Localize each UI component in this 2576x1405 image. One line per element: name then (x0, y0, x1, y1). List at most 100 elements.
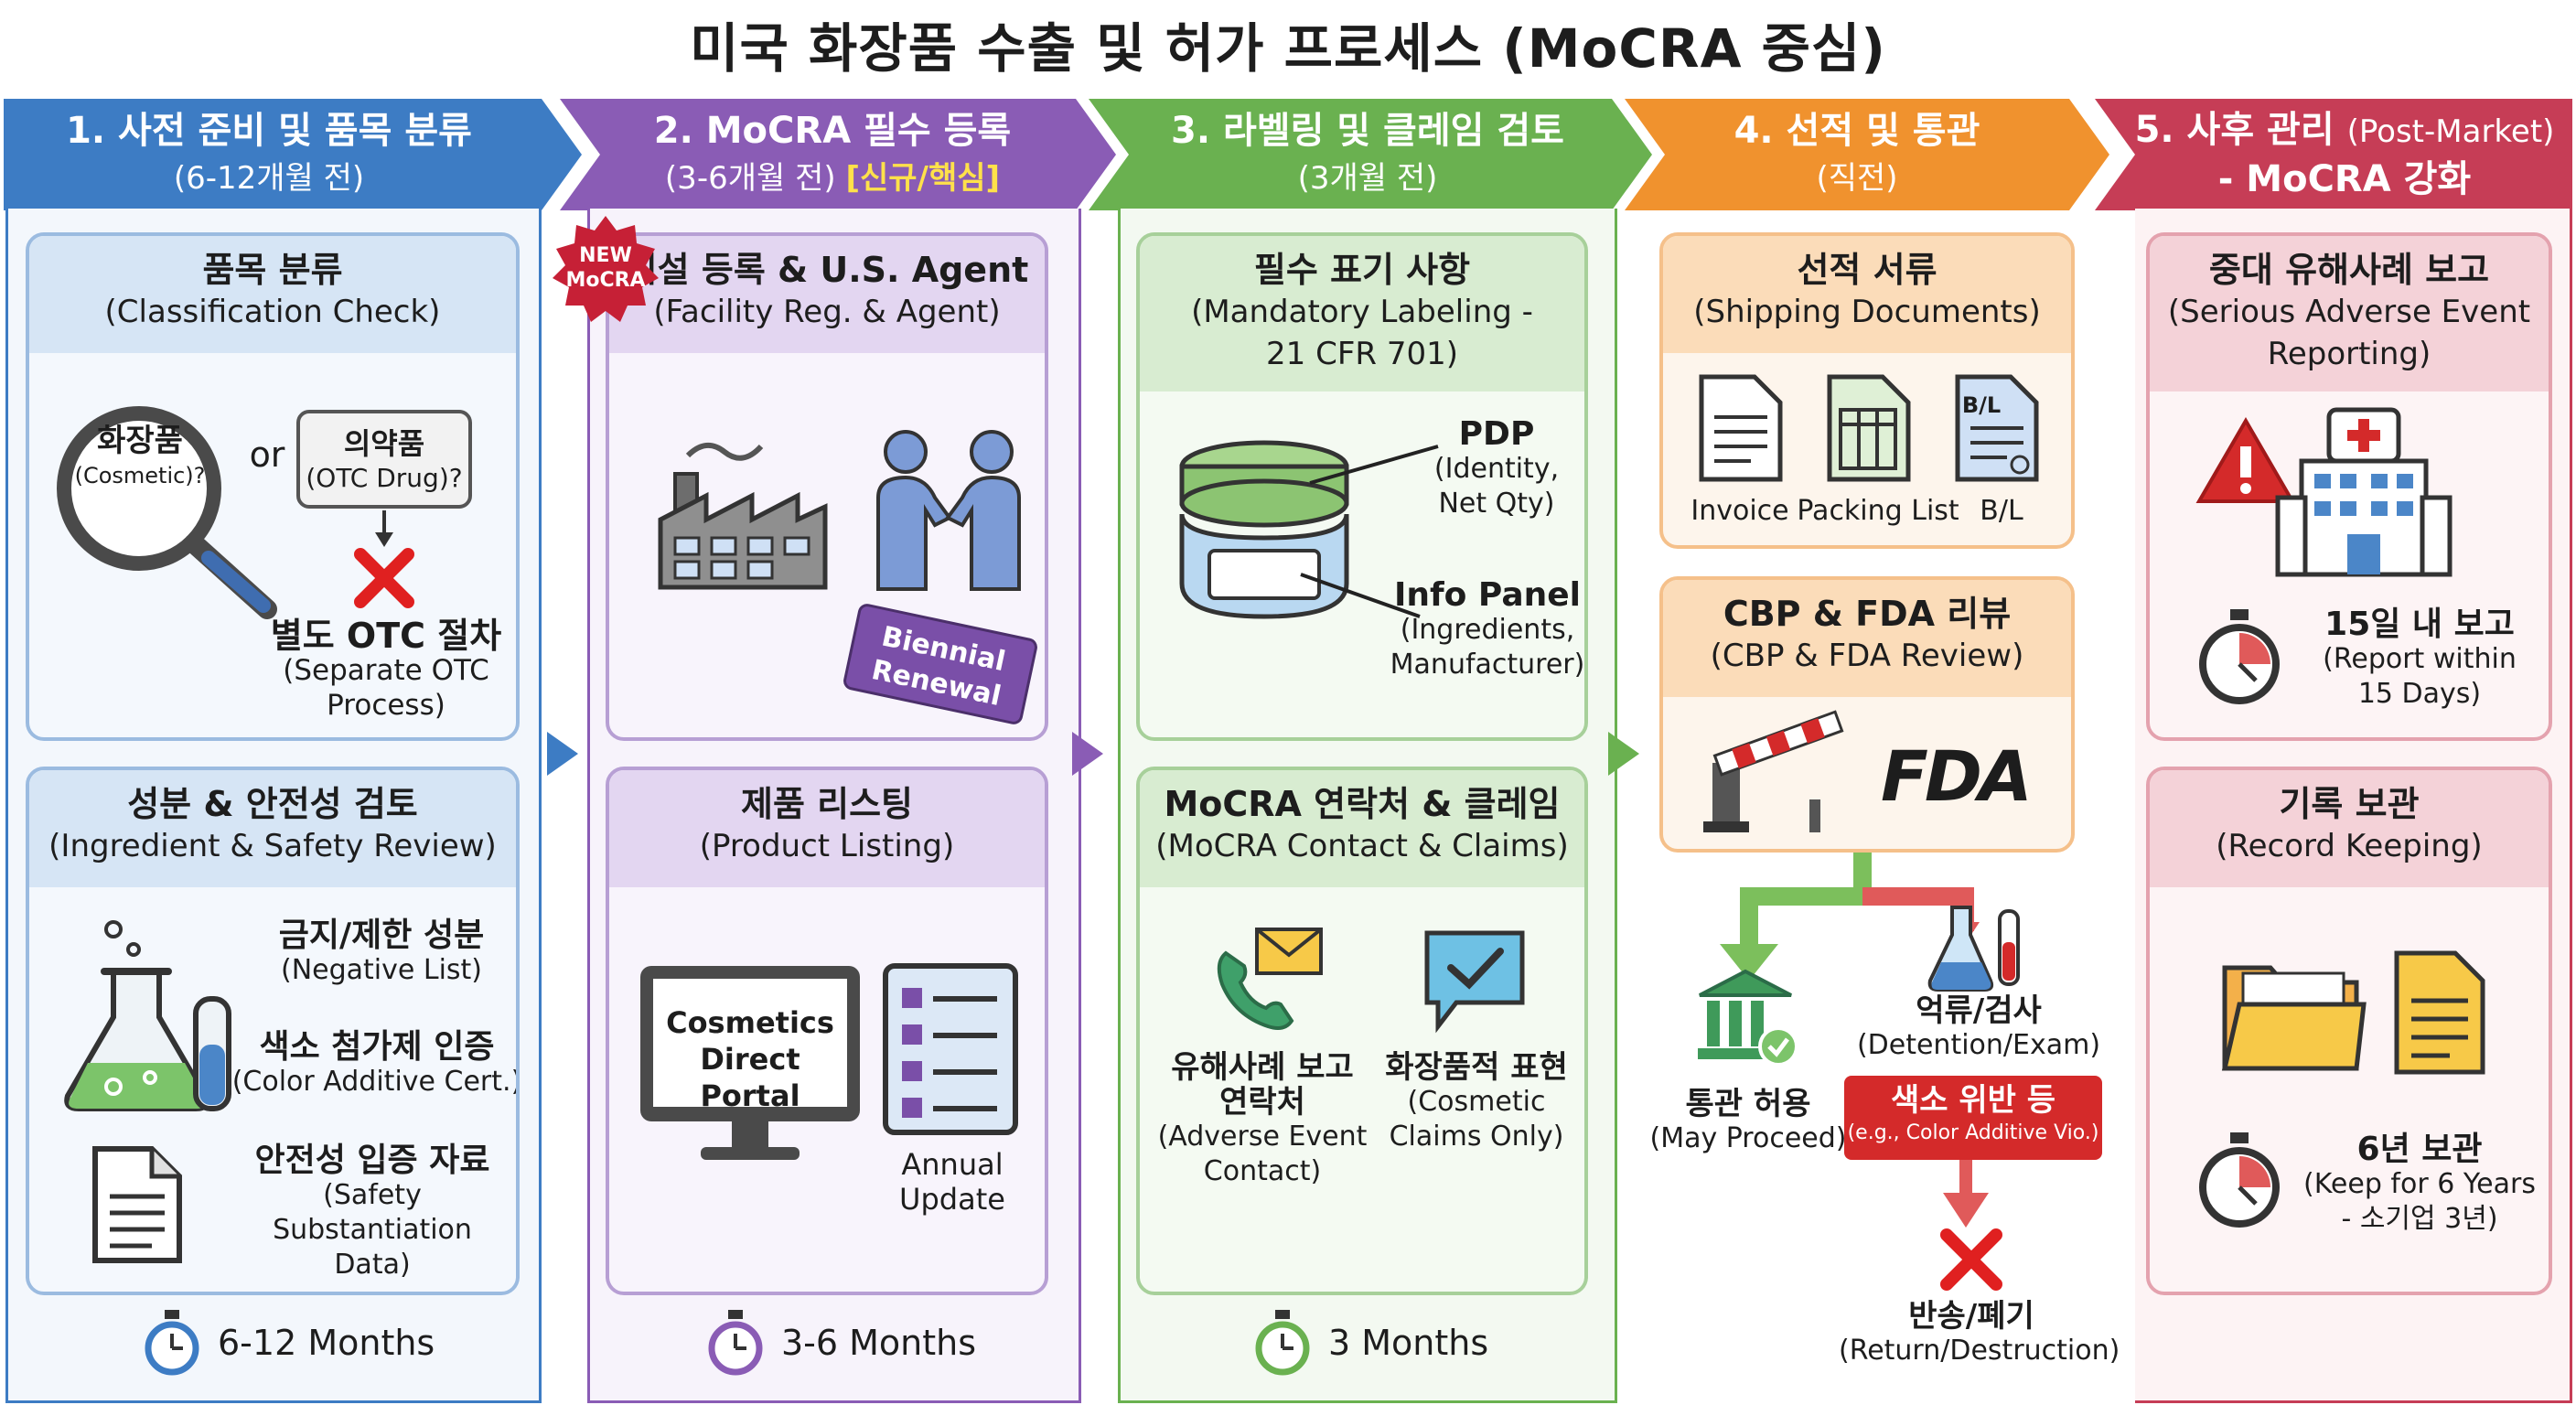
pdp-en2: Net Qty) (1438, 488, 1555, 520)
bl-icon-text: B/L (1961, 392, 2002, 418)
header-arrows (4, 99, 2572, 210)
timer-step3-label: 3 Months (1328, 1323, 1489, 1363)
contact-item-1-en1: (Adverse Event (1157, 1121, 1368, 1153)
annual-update-label: Annual Update (875, 1147, 1030, 1217)
classification-title-en: (Classification Check) (104, 294, 441, 330)
return-en: (Return/Destruction) (1839, 1335, 2120, 1367)
monitor-icon (640, 966, 860, 1160)
down-arrow-icon (375, 510, 393, 547)
info-en1: (Ingredients, (1400, 614, 1575, 646)
contact-item-2-ko: 화장품적 표현 (1385, 1049, 1568, 1086)
page-title: 미국 화장품 수출 및 허가 프로세스 (MoCRA 중심) (690, 17, 1886, 80)
ingredient-item-1-ko: 금지/제한 성분 (278, 917, 485, 954)
ingredient-item-1: 금지/제한 성분 (Negative List) (249, 918, 514, 988)
contact-item-1-ko1: 유해사례 보고 (1171, 1049, 1354, 1086)
or-label: or (249, 434, 285, 475)
folder-icon (2221, 965, 2367, 1071)
ingredient-item-3-ko: 안전성 입증 자료 (254, 1142, 490, 1179)
cosmetic-jar-icon (1179, 440, 1439, 619)
ingredient-card: 성분 & 안전성 검토 (Ingredient & Safety Review)… (26, 767, 520, 1295)
keep-en2: - 소기업 3년) (2341, 1203, 2498, 1235)
facility-title: 시설 등록 & U.S. Agent (625, 250, 1029, 290)
barrier-gate-icon (1703, 710, 1844, 832)
chat-check-icon (1424, 930, 1525, 1034)
step5-title-en: (Post-Market) (2346, 113, 2555, 150)
classification-card: 품목 분류 (Classification Check) 화장품 (Cosmet… (26, 232, 520, 741)
report-en1: (Report within (2323, 643, 2517, 675)
bank-check-icon (1698, 969, 1798, 1067)
contact-item-2: 화장품적 표현 (Cosmetic Claims Only) (1367, 1049, 1584, 1154)
ingredient-item-3-en2: Data) (334, 1249, 411, 1281)
adverse-title-en1: (Serious Adverse Event (2167, 294, 2531, 330)
return-ko: 반송/폐기 (1908, 1298, 2034, 1335)
contact-item-2-en2: Claims Only) (1389, 1121, 1564, 1153)
step4-header: 4. 선적 및 통관 (직전) (1637, 99, 2113, 210)
ingredient-title-en: (Ingredient & Safety Review) (48, 828, 497, 864)
annual-line-2: Update (899, 1182, 1005, 1217)
reject-x-icon (1940, 1228, 2002, 1291)
record-keeping-card: 기록 보관 (Record Keeping) 6년 보관 (Keep for 6… (2146, 767, 2552, 1295)
review-title-en: (CBP & FDA Review) (1710, 638, 2024, 674)
flow-arrow-1 (547, 732, 578, 776)
proceed-en: (May Proceed) (1649, 1122, 1847, 1154)
drug-en: (OTC Drug)? (306, 463, 463, 493)
otc-ko: 별도 OTC 절차 (270, 616, 502, 656)
classification-title: 품목 분류 (202, 250, 343, 290)
report-ko: 15일 내 보고 (2324, 606, 2515, 643)
ingredient-item-1-en: (Negative List) (280, 954, 483, 986)
contact-item-2-en1: (Cosmetic (1407, 1086, 1546, 1118)
step1-title: 1. 사전 준비 및 품목 분류 (66, 110, 472, 152)
x-mark-icon (354, 548, 414, 608)
hospital-icon (2275, 407, 2453, 577)
lens-ko: 화장품 (97, 423, 183, 459)
labeling-title: 필수 표기 사항 (1253, 250, 1471, 290)
biennial-renewal-tag: Biennial Renewal (842, 602, 1039, 726)
test-tube-icon (1927, 906, 2020, 992)
magnifier-icon (57, 406, 277, 619)
step3-title: 3. 라벨링 및 클레임 검토 (1171, 110, 1564, 152)
timer-step1: 6-12 Months (143, 1310, 435, 1376)
keep-en1: (Keep for 6 Years (2303, 1168, 2536, 1200)
annual-line-1: Annual (901, 1147, 1004, 1182)
drug-ko: 의약품 (343, 426, 425, 461)
warning-icon (2195, 417, 2296, 503)
step5-title: 5. 사후 관리 (2134, 109, 2334, 151)
new-badge-line-2: MoCRA (565, 269, 646, 292)
doc-invoice-label: Invoice (1690, 495, 1789, 527)
listing-title-en: (Product Listing) (699, 828, 955, 864)
pdp-en1: (Identity, (1433, 453, 1560, 485)
timer-step2: 3-6 Months (706, 1310, 976, 1376)
record-title-en: (Record Keeping) (2216, 828, 2483, 864)
violation-ko: 색소 위반 등 (1890, 1082, 2056, 1119)
pdp-label: PDP (Identity, Net Qty) (1414, 417, 1579, 521)
ingredient-item-2: 색소 첨가제 인증 (Color Additive Cert.) (231, 1030, 520, 1099)
new-badge-line-1: NEW (579, 244, 632, 267)
report-en2: 15 Days) (2357, 678, 2482, 710)
lens-en: (Cosmetic)? (74, 463, 206, 488)
stopwatch-icon (708, 1310, 763, 1376)
info-title: Info Panel (1393, 576, 1582, 614)
step4-sub: (직전) (1816, 160, 1898, 197)
portal-line-1: Cosmetics (666, 1005, 834, 1040)
stopwatch-icon (2199, 1132, 2280, 1228)
lens-label: 화장품 (Cosmetic)? (55, 424, 225, 493)
contact-item-1-en2: Contact) (1203, 1155, 1322, 1187)
proceed-ko: 통관 허용 (1685, 1086, 1811, 1122)
ingredient-item-2-en: (Color Additive Cert.) (231, 1066, 520, 1098)
shipping-title-en: (Shipping Documents) (1693, 294, 2041, 330)
ingredient-item-3: 안전성 입증 자료 (Safety Substantiation Data) (221, 1142, 516, 1282)
file-icon (2394, 950, 2485, 1075)
violation-en: (e.g., Color Additive Vio.) (1847, 1121, 2099, 1144)
stopwatch-icon (145, 1310, 199, 1376)
keep-ko: 6년 보관 (2356, 1131, 2483, 1168)
info-en2: Manufacturer) (1390, 649, 1585, 681)
drug-box: 의약품 (OTC Drug)? (296, 410, 472, 509)
keep-label: 6년 보관 (Keep for 6 Years - 소기업 3년) (2287, 1131, 2549, 1237)
return-label: 반송/폐기 (Return/Destruction) (1839, 1298, 2120, 1368)
step2-sub: (3-6개월 전) (664, 160, 836, 197)
flow-arrow-2 (1072, 732, 1103, 776)
step5-sub: - MoCRA 강화 (2217, 158, 2472, 200)
shipping-docs-card: 선적 서류 (Shipping Documents) B/L Invoice P… (1659, 232, 2075, 549)
adverse-title: 중대 유해사례 보고 (2208, 250, 2490, 290)
stopwatch-icon (1255, 1310, 1310, 1376)
